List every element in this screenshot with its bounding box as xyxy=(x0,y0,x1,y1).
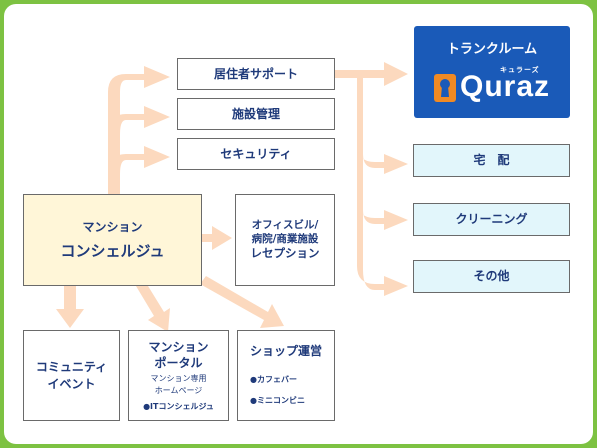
delivery-box: 宅 配 xyxy=(413,144,570,177)
reception-line2: 病院/商業施設 xyxy=(251,233,319,246)
shop-item-convenience: ●ミニコンビニ xyxy=(250,395,305,405)
facility-box: 施設管理 xyxy=(177,98,335,130)
cleaning-label: クリーニング xyxy=(455,212,528,227)
brand-title: トランクルーム xyxy=(446,42,538,57)
other-box: その他 xyxy=(413,260,570,293)
arrow-to-reception xyxy=(202,226,232,250)
portal-bullet: ●ITコンシェルジュ xyxy=(143,401,214,411)
community-line2: イベント xyxy=(47,376,96,391)
resident-support-box: 居住者サポート xyxy=(177,58,335,90)
shop-box: ショップ運営 ●カフェバー ●ミニコンビニ xyxy=(237,330,335,421)
brand-box: トランクルーム キュラーズ Quraz xyxy=(414,26,570,118)
concierge-line1: マンション xyxy=(82,219,143,234)
cleaning-box: クリーニング xyxy=(413,203,570,236)
shop-label: ショップ運営 xyxy=(250,344,323,358)
arrow-to-brand xyxy=(335,62,408,86)
brand-logo-text: Quraz xyxy=(460,70,551,103)
shop-item-cafe: ●カフェバー xyxy=(250,375,297,385)
concierge-box: マンション コンシェルジュ xyxy=(23,194,202,286)
arrow-to-cleaning xyxy=(357,200,408,230)
arrow-to-facility xyxy=(108,106,170,134)
reception-box: オフィスビル/ 病院/商業施設 レセプション xyxy=(235,194,335,286)
arrow-to-delivery xyxy=(357,144,408,174)
right-trunk xyxy=(357,76,408,296)
arrow-to-shop xyxy=(200,276,284,328)
reception-line3: レセプション xyxy=(250,246,320,261)
brand-kana: キュラーズ xyxy=(500,66,540,74)
delivery-label: 宅 配 xyxy=(473,153,510,168)
resident-support-label: 居住者サポート xyxy=(213,66,298,81)
diagram-frame: 居住者サポート 施設管理 セキュリティ マンション コンシェルジュ オフィスビル… xyxy=(4,4,593,444)
arrow-to-community xyxy=(56,286,84,328)
security-box: セキュリティ xyxy=(177,138,335,170)
security-label: セキュリティ xyxy=(220,146,292,161)
trunk-left xyxy=(108,66,170,194)
other-label: その他 xyxy=(473,269,510,284)
portal-sub1: マンション専用 xyxy=(150,374,207,384)
facility-label: 施設管理 xyxy=(231,106,280,121)
keyhole-icon xyxy=(434,74,456,102)
community-line1: コミュニティ xyxy=(35,360,108,375)
reception-line1: オフィスビル/ xyxy=(251,219,319,232)
arrow-to-portal xyxy=(136,286,170,332)
portal-sub2: ホームページ xyxy=(154,385,203,395)
concierge-line2: コンシェルジュ xyxy=(60,241,165,260)
arrow-to-security xyxy=(108,146,170,174)
connector-arrows xyxy=(56,62,408,332)
community-box: コミュニティ イベント xyxy=(23,330,120,421)
portal-line1: マンション xyxy=(148,340,209,354)
portal-line2: ポータル xyxy=(154,356,203,371)
portal-box: マンション ポータル マンション専用 ホームページ ●ITコンシェルジュ xyxy=(128,330,229,421)
